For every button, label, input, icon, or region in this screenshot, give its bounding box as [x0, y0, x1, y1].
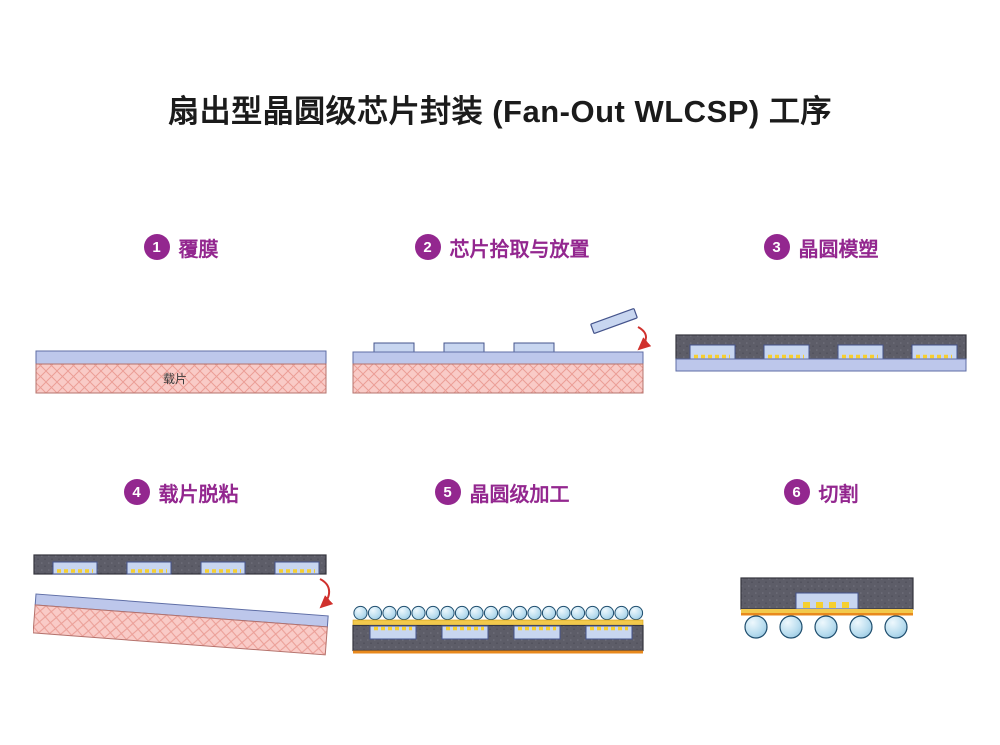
mold-compound: [33, 554, 327, 575]
step-3-number-badge: 3: [763, 234, 790, 260]
diagram-rdl-balling: [352, 605, 644, 654]
solder-balls: [744, 615, 908, 639]
step-6-number-badge: 6: [783, 479, 810, 505]
step-1-label: 覆膜: [178, 238, 219, 261]
carrier-wafer: [35, 363, 327, 394]
page-title: 扇出型晶圆级芯片封装 (Fan-Out WLCSP) 工序: [168, 94, 832, 129]
carrier-wafer: [33, 604, 328, 656]
step-2-header: 2 芯片拾取与放置: [352, 233, 652, 261]
solder-ball: [599, 605, 615, 621]
lamination-film: [675, 358, 967, 372]
step-3-header: 3 晶圆模塑: [675, 233, 967, 261]
step-4-header: 4 载片脱粘: [35, 478, 327, 506]
diagram-debonding: [33, 554, 334, 656]
solder-ball: [367, 605, 383, 621]
debonded-carrier: [33, 593, 329, 656]
solder-ball: [849, 615, 873, 639]
step-1-header: 1 覆膜: [35, 233, 327, 261]
solder-ball: [353, 605, 368, 621]
solder-ball: [469, 605, 484, 621]
molded-wafer: [33, 554, 327, 575]
solder-ball: [498, 605, 513, 621]
step-4-number-badge: 4: [123, 479, 150, 505]
embedded-dies: [689, 344, 958, 360]
step-2-label: 芯片拾取与放置: [449, 238, 590, 261]
step-3-label: 晶圆模塑: [798, 238, 879, 261]
picked-die: [590, 308, 638, 334]
step-6-label: 切割: [818, 483, 859, 506]
carrier-label: 载片: [163, 372, 187, 386]
diagram-lamination: 载片: [35, 350, 327, 394]
rdl-layer: [741, 609, 913, 613]
step-5-number-badge: 5: [434, 479, 461, 505]
solder-ball: [744, 615, 768, 639]
diagram-singulation: [740, 577, 914, 639]
solder-ball: [454, 605, 470, 621]
backside-laminate: [353, 650, 643, 654]
ubm-layer: [741, 613, 913, 616]
place-arrow-icon: [637, 326, 652, 351]
step-1-number-badge: 1: [143, 234, 170, 260]
solder-balls: [353, 605, 644, 621]
step-2-number-badge: 2: [414, 234, 441, 260]
solder-ball: [628, 605, 644, 621]
carrier-wafer: [352, 363, 644, 394]
solder-ball: [382, 605, 397, 621]
step-6-header: 6 切割: [675, 478, 967, 506]
die: [513, 342, 555, 353]
solder-ball: [411, 605, 426, 621]
debond-arrow-icon: [319, 578, 334, 609]
diagram-molding: [675, 334, 967, 372]
step-5-label: 晶圆级加工: [469, 483, 570, 506]
solder-ball: [884, 615, 908, 639]
embedded-dies: [369, 625, 633, 640]
solder-ball: [512, 605, 528, 621]
die: [443, 342, 485, 353]
solder-ball: [425, 605, 441, 621]
step-4-label: 载片脱粘: [158, 483, 239, 506]
solder-ball: [585, 605, 600, 621]
lamination-film: [352, 351, 644, 365]
lamination-film: [35, 350, 327, 365]
solder-ball: [556, 605, 571, 621]
placed-dies: [373, 342, 555, 353]
solder-ball: [570, 605, 586, 621]
solder-ball: [483, 605, 499, 621]
rdl-layer: [352, 619, 644, 626]
solder-ball: [614, 605, 629, 621]
solder-ball: [440, 605, 455, 621]
diagram-pick-place: [352, 308, 652, 394]
solder-ball: [541, 605, 557, 621]
step-5-header: 5 晶圆级加工: [352, 478, 652, 506]
solder-ball: [527, 605, 542, 621]
solder-ball: [396, 605, 412, 621]
solder-ball: [779, 615, 803, 639]
die: [373, 342, 415, 353]
solder-ball: [814, 615, 838, 639]
